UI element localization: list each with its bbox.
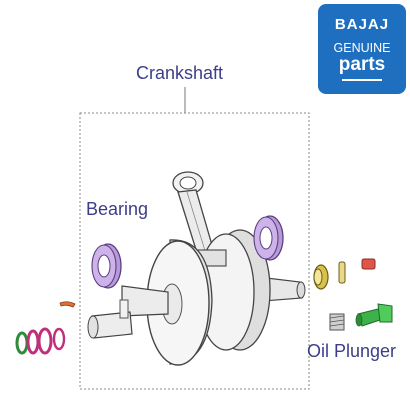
bearing-left xyxy=(91,243,122,289)
crankshaft-left-shaft xyxy=(87,285,169,339)
crankshaft-label: Crankshaft xyxy=(136,63,224,83)
spring xyxy=(329,313,345,331)
logo-genuine-text: GENUINE xyxy=(333,41,391,55)
seal-green xyxy=(15,331,29,355)
bearing-label: Bearing xyxy=(86,199,149,219)
bajaj-genuine-parts-logo: BAJAJ GENUINE parts xyxy=(318,4,406,94)
seal-magenta-1 xyxy=(26,329,40,355)
logo-parts-text: parts xyxy=(338,54,386,75)
oil-plunger-label: Oil Plunger xyxy=(307,341,397,361)
oil-plunger xyxy=(355,303,393,327)
seal-magenta-2 xyxy=(37,327,53,355)
crank-web-front xyxy=(146,239,213,366)
dowel-pin xyxy=(338,261,346,284)
bearing-right xyxy=(253,215,284,261)
logo-brand-text: BAJAJ xyxy=(334,16,390,33)
seal-magenta-3 xyxy=(52,327,66,351)
logo-underline xyxy=(342,79,382,81)
pin-orange xyxy=(59,301,76,308)
bush-yellow xyxy=(313,264,329,290)
small-cap-red xyxy=(361,258,376,270)
crankshaft-group-box xyxy=(79,112,310,390)
connecting-rod xyxy=(172,171,215,257)
